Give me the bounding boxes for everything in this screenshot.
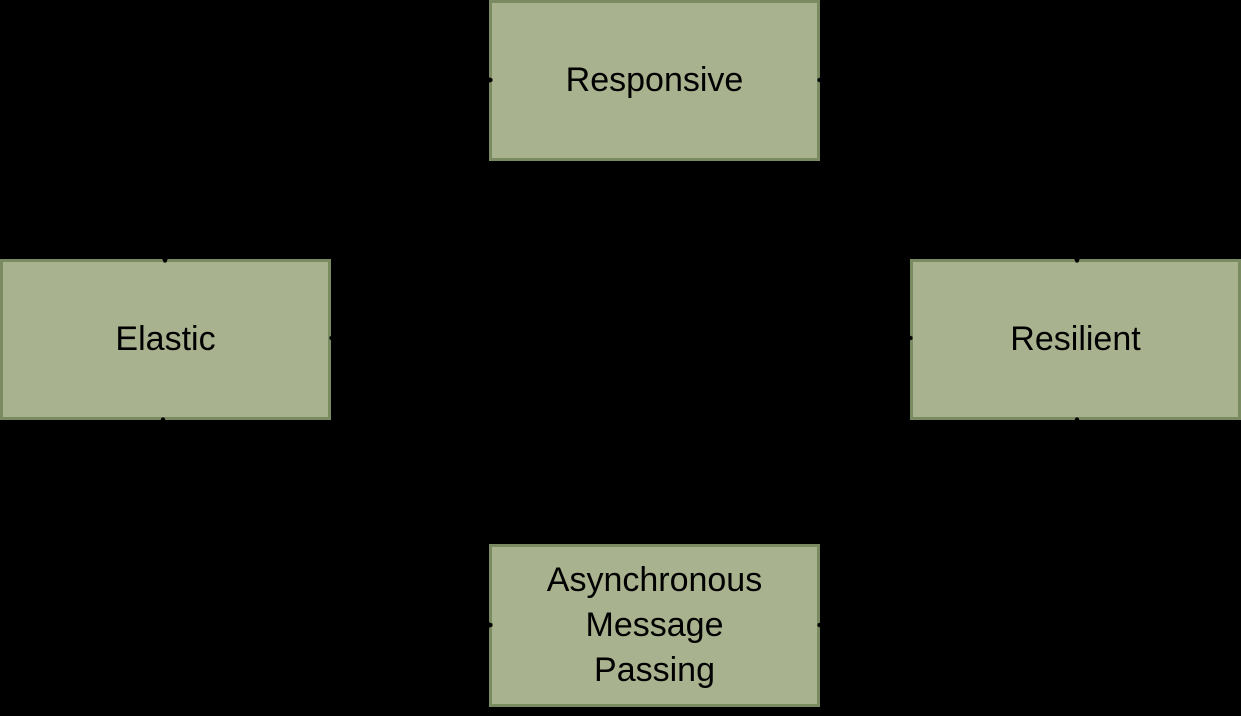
node-message-label-line-2: Message	[585, 606, 724, 644]
node-resilient: Resilient	[910, 259, 1241, 420]
node-message-label-line-1: Asynchronous	[546, 561, 763, 599]
node-elastic: Elastic	[0, 259, 331, 420]
node-asynchronous-message-passing: Asynchronous Message Passing	[489, 544, 820, 707]
connector-resilient-responsive	[818, 80, 1077, 262]
node-message-label-line-3: Passing	[594, 651, 715, 689]
node-responsive-label: Responsive	[565, 61, 744, 99]
node-elastic-label: Elastic	[115, 320, 216, 358]
node-resilient-label: Resilient	[1010, 320, 1141, 358]
connector-elastic-message-passing	[163, 418, 492, 625]
node-responsive: Responsive	[489, 0, 820, 161]
connector-elastic-responsive	[165, 80, 492, 262]
connector-resilient-message-passing	[818, 418, 1077, 625]
